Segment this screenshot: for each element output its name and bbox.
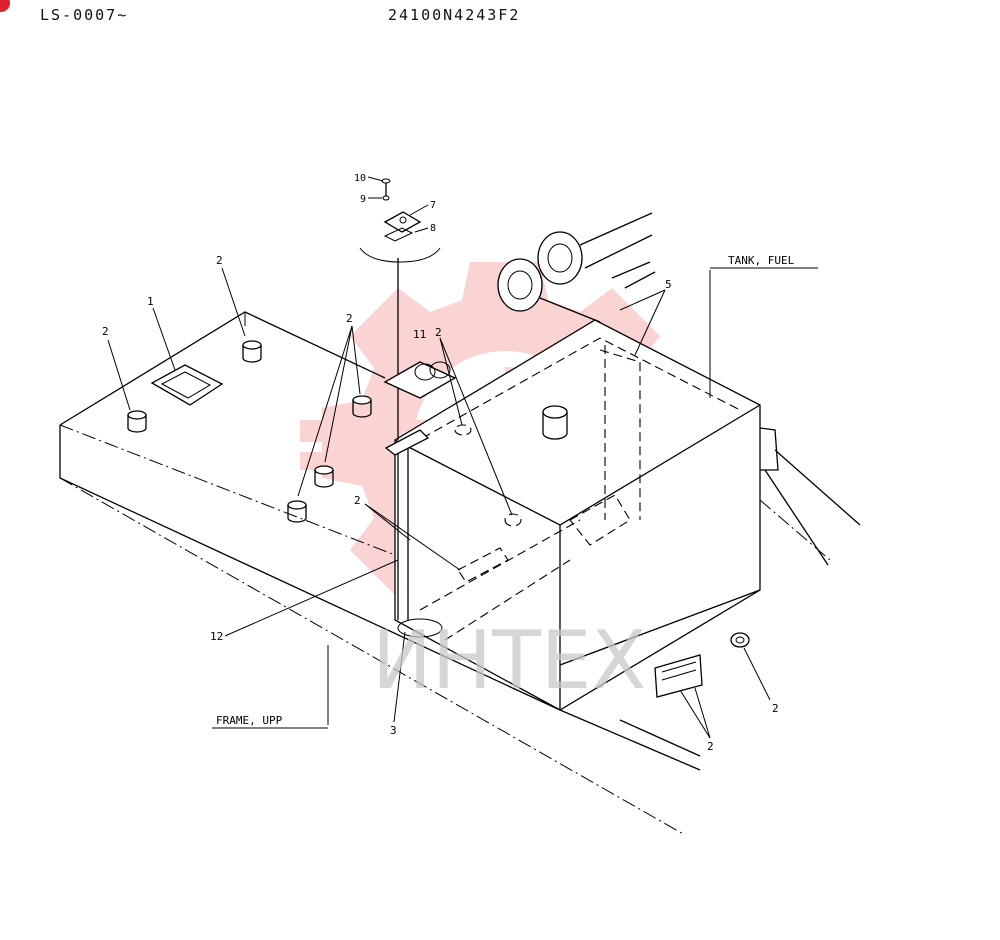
- callout-labels: 1 2 2 2 2 2 2 2 3 5 7 8 9 10 11 12 TANK,…: [102, 173, 795, 753]
- leader-lines: [107, 176, 818, 739]
- frame-top-slab: [59, 311, 396, 556]
- pad: [242, 340, 262, 363]
- callout-10: 10: [354, 173, 366, 184]
- callout-7: 7: [430, 200, 436, 211]
- callout-2: 2: [216, 254, 223, 267]
- corner-marker: [0, 0, 10, 12]
- callout-1: 1: [147, 295, 154, 308]
- callout-2: 2: [354, 494, 361, 507]
- hose-clamp-block: [383, 361, 457, 399]
- callout-8: 8: [430, 223, 436, 234]
- pad: [127, 410, 147, 433]
- pad: [287, 500, 307, 523]
- watermark-text: ИНТЕХ: [372, 614, 646, 707]
- pad: [352, 395, 372, 418]
- tank-strap-rod: [384, 258, 443, 638]
- callout-5: 5: [665, 278, 672, 291]
- fuel-tank: [394, 319, 861, 711]
- tank-fuel-label: TANK, FUEL: [728, 254, 795, 267]
- callout-3: 3: [390, 724, 397, 737]
- callout-12: 12: [210, 630, 223, 643]
- callout-2: 2: [346, 312, 353, 325]
- hose-rollers: [497, 212, 656, 323]
- sensor-detail-inset: [359, 178, 441, 263]
- callout-2: 2: [102, 325, 109, 338]
- frame-upp-label: FRAME, UPP: [216, 714, 283, 727]
- callout-11: 11: [413, 328, 426, 341]
- callout-2: 2: [707, 740, 714, 753]
- pad: [314, 465, 334, 488]
- callout-2: 2: [772, 702, 779, 715]
- rubber-pads: [127, 340, 750, 698]
- pad: [730, 632, 750, 648]
- cover-plate: [150, 364, 224, 406]
- callout-2: 2: [435, 326, 442, 339]
- drawing-code-label: 24100N4243F2: [388, 6, 521, 24]
- serial-range-label: LS-0007~: [40, 6, 129, 24]
- callout-9: 9: [360, 194, 366, 205]
